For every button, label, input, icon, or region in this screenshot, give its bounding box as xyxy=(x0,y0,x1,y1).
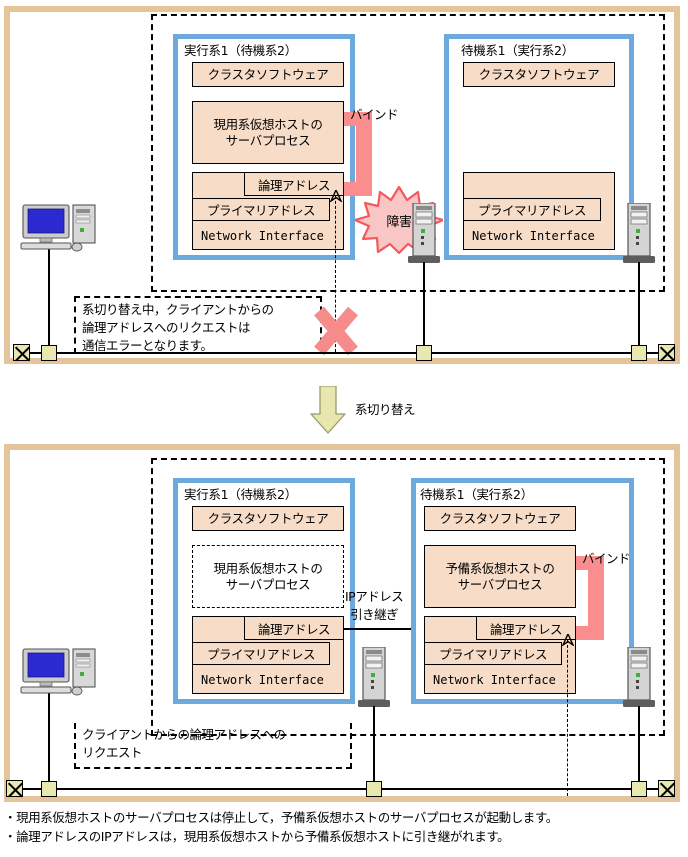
top-bus-terminator-left xyxy=(13,344,30,361)
bottom-left-logical-address: 論理アドレス xyxy=(244,616,344,640)
top-cluster-boundary xyxy=(151,14,665,292)
top-right-server-drop xyxy=(638,262,640,346)
bottom-right-bind-label: バインド xyxy=(582,551,631,566)
footer-note-2: ・論理アドレスのIPアドレスは，現用系仮想ホストから予備系仮想ホストに引き継がれ… xyxy=(4,829,510,845)
bottom-right-logical-arrowhead xyxy=(561,634,575,646)
bottom-right-logical-address: 論理アドレス xyxy=(476,616,576,640)
bottom-left-nic-label: Network Interface xyxy=(201,673,324,687)
top-right-primary-address: プライマリアドレス xyxy=(463,198,601,221)
bottom-right-host-title: 待機系1（実行系2） xyxy=(420,487,533,502)
top-left-logical-arrowhead xyxy=(329,190,343,202)
top-left-server-icon xyxy=(408,203,440,263)
bottom-client-drop xyxy=(48,692,50,782)
bottom-left-server-process: 現用系仮想ホストの サーバプロセス xyxy=(192,545,344,608)
top-bus-tap-left-server xyxy=(416,345,432,361)
top-bus-tap-client xyxy=(41,345,57,361)
top-left-logical-drop xyxy=(335,196,336,352)
bottom-left-host-title: 実行系1（待機系2） xyxy=(184,487,297,502)
bottom-left-server-icon xyxy=(358,647,390,707)
bottom-bus-terminator-left xyxy=(6,780,23,797)
top-client-drop xyxy=(48,248,50,346)
bottom-bus-tap-left-server xyxy=(366,781,382,797)
top-left-primary-address: プライマリアドレス xyxy=(192,198,330,221)
top-left-server-process: 現用系仮想ホストの サーバプロセス xyxy=(192,101,344,164)
top-bus-line xyxy=(22,352,668,354)
bottom-right-logical-drop xyxy=(567,640,568,796)
top-left-nic-label: Network Interface xyxy=(201,229,324,243)
bottom-right-nic-label: Network Interface xyxy=(433,673,556,687)
bottom-right-server-drop xyxy=(638,706,640,782)
top-left-host-title: 実行系1（待機系2） xyxy=(184,43,297,58)
bottom-right-server-process: 予備系仮想ホストの サーバプロセス xyxy=(424,545,576,608)
bottom-left-primary-address: プライマリアドレス xyxy=(192,642,330,665)
bottom-bus-terminator-right xyxy=(658,780,675,797)
bottom-right-server-icon xyxy=(623,647,655,707)
bottom-right-bind-bracket xyxy=(576,556,604,640)
bottom-caption: クライアントからの論理アドレスへの リクエスト xyxy=(74,723,352,769)
bottom-right-cluster-software: クラスタソフトウェア xyxy=(424,506,576,531)
failure-badge-label: 障害 xyxy=(386,214,412,230)
bottom-bus-line xyxy=(22,788,668,790)
failover-transition-label: 系切り替え xyxy=(355,402,416,417)
bottom-right-primary-address: プライマリアドレス xyxy=(424,642,562,665)
top-caption: 系切り替え中，クライアントからの 論理アドレスへのリクエストは 通信エラーとなり… xyxy=(74,296,322,354)
top-left-cluster-software: クラスタソフトウェア xyxy=(192,62,344,87)
top-client-pc-icon xyxy=(20,204,96,252)
failover-transition-arrow xyxy=(310,386,346,434)
bottom-bus-tap-client xyxy=(41,781,57,797)
bottom-client-pc-icon xyxy=(20,648,96,696)
bottom-cluster-boundary xyxy=(151,458,665,736)
top-left-logical-address: 論理アドレス xyxy=(244,172,344,196)
ip-takeover-label: IPアドレス 引き継ぎ xyxy=(345,589,404,623)
top-right-nic-label: Network Interface xyxy=(472,229,595,243)
top-left-server-drop xyxy=(423,262,425,346)
ip-takeover-arrow-line xyxy=(344,628,464,630)
bottom-bus-tap-right-server xyxy=(631,781,647,797)
bottom-left-cluster-software: クラスタソフトウェア xyxy=(192,506,344,531)
top-bus-terminator-right xyxy=(658,344,675,361)
top-left-bind-bracket xyxy=(344,112,372,196)
top-right-host-title: 待機系1（実行系2） xyxy=(461,43,574,58)
top-bus-tap-right-server xyxy=(631,345,647,361)
bottom-left-server-drop xyxy=(373,706,375,782)
footer-note-1: ・現用系仮想ホストのサーバプロセスは停止して，予備系仮想ホストのサーバプロセスが… xyxy=(4,810,558,825)
top-left-bind-label: バインド xyxy=(350,107,399,122)
top-right-cluster-software: クラスタソフトウェア xyxy=(463,62,615,87)
communication-error-x xyxy=(314,306,358,356)
top-right-server-icon xyxy=(623,203,655,263)
footer-notes: ・現用系仮想ホストのサーバプロセスは停止して，予備系仮想ホストのサーバプロセスが… xyxy=(4,808,684,847)
